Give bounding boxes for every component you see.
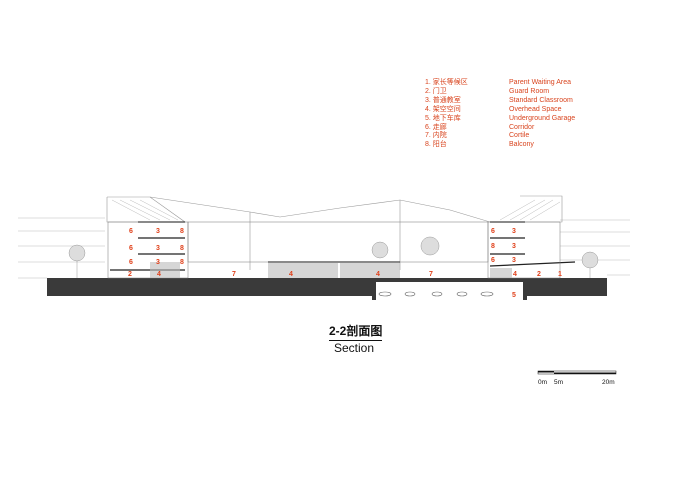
legend-cn: 5. 地下车库 xyxy=(425,114,461,122)
legend-item: 8. 阳台 Balcony xyxy=(425,141,575,150)
legend-en: Overhead Space xyxy=(509,105,562,113)
legend-en: Parent Waiting Area xyxy=(509,79,571,86)
scale-bar xyxy=(537,370,617,375)
legend-en: Underground Garage xyxy=(509,114,576,122)
label-garage: 5 xyxy=(512,292,516,299)
scale-tick: 5m xyxy=(554,379,564,386)
legend-item: 2. 门卫 Guard Room xyxy=(425,88,575,97)
label-guard-room: 2 xyxy=(128,271,132,278)
ground-slab xyxy=(47,278,607,300)
legend-item: 6. 走廊 Corridor xyxy=(425,124,575,133)
label-classroom: 3 xyxy=(512,228,516,235)
label-classroom: 3 xyxy=(512,257,516,264)
building-walls xyxy=(107,221,561,279)
legend-en: Standard Classroom xyxy=(509,96,573,104)
label-cortile: 7 xyxy=(232,271,236,278)
drawing-title: 2-2剖面图 xyxy=(329,322,383,341)
legend-item: 4. 架空空间 Overhead Space xyxy=(425,106,575,115)
label-corridor: 6 xyxy=(129,259,133,266)
scale-tick: 0m xyxy=(538,379,548,386)
label-classroom: 3 xyxy=(156,259,160,266)
legend-cn: 7. 内院 xyxy=(425,132,447,140)
legend-en: Guard Room xyxy=(509,87,550,95)
legend-cn: 4. 架空空间 xyxy=(425,105,461,113)
overhead-space-hatch xyxy=(150,262,512,278)
legend-item: 3. 普通教室 Standard Classroom xyxy=(425,97,575,106)
legend-item: 7. 内院 Cortile xyxy=(425,132,575,141)
label-classroom: 3 xyxy=(512,243,516,250)
label-balcony: 8 xyxy=(180,228,184,235)
label-overhead: 4 xyxy=(376,271,380,278)
label-balcony: 8 xyxy=(491,243,495,250)
legend-cn: 1. 家长等候区 xyxy=(425,79,468,86)
label-corridor: 6 xyxy=(129,245,133,252)
label-corridor: 6 xyxy=(491,228,495,235)
label-classroom: 3 xyxy=(156,228,160,235)
label-balcony: 8 xyxy=(180,259,184,266)
scale-tick: 20m xyxy=(602,379,615,386)
legend-cn: 3. 普通教室 xyxy=(425,96,461,104)
room-labels: 6 3 8 6 3 8 6 3 8 2 4 7 4 4 7 6 3 8 3 6 … xyxy=(128,228,562,299)
legend-cn: 6. 走廊 xyxy=(425,123,447,131)
legend-en: Balcony xyxy=(509,141,534,149)
roof-hatch xyxy=(111,199,561,221)
label-overhead: 4 xyxy=(289,271,293,278)
label-cortile: 7 xyxy=(429,271,433,278)
legend-en: Corridor xyxy=(509,123,535,131)
label-balcony: 8 xyxy=(180,245,184,252)
label-overhead: 4 xyxy=(513,271,517,278)
label-corridor: 6 xyxy=(491,257,495,264)
legend-cn: 2. 门卫 xyxy=(425,87,447,95)
label-guard-room: 2 xyxy=(537,271,541,278)
label-classroom: 3 xyxy=(156,245,160,252)
legend-cn: 8. 阳台 xyxy=(425,141,447,149)
legend-item: 5. 地下车库 Underground Garage xyxy=(425,115,575,124)
legend: 1. 家长等候区 Parent Waiting Area 2. 门卫 Guard R… xyxy=(425,79,575,150)
legend-item: 1. 家长等候区 Parent Waiting Area xyxy=(425,79,575,88)
label-corridor: 6 xyxy=(129,228,133,235)
label-parent-waiting: 1 xyxy=(558,271,562,278)
drawing-subtitle: Section xyxy=(334,341,375,355)
label-overhead: 4 xyxy=(157,271,161,278)
legend-en: Cortile xyxy=(509,132,530,140)
trees xyxy=(68,236,599,278)
garage-cars xyxy=(378,291,494,297)
